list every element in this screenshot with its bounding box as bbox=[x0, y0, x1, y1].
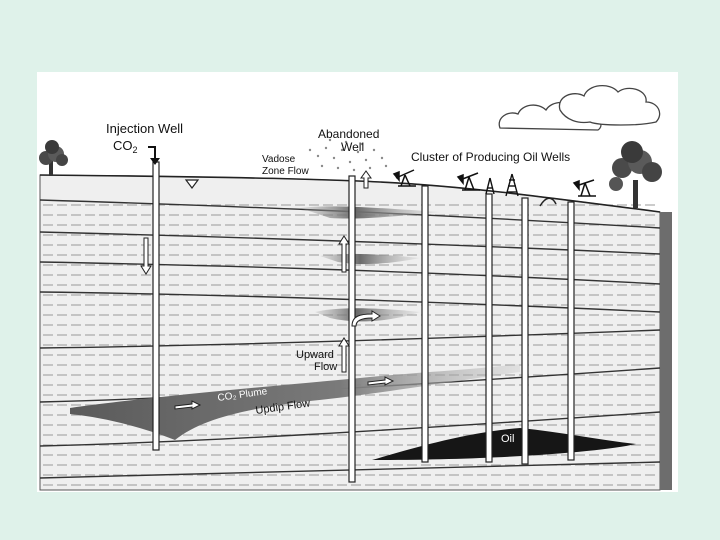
block-side bbox=[660, 212, 672, 490]
ground-surface bbox=[39, 174, 661, 213]
upward-flow-label-1: Upward bbox=[296, 349, 334, 361]
oil-label: Oil bbox=[501, 433, 514, 445]
water-table-icon bbox=[184, 179, 200, 189]
injection-well-casing bbox=[152, 161, 160, 451]
pipeline-icon bbox=[539, 197, 557, 207]
pumpjack-icon bbox=[456, 172, 480, 191]
down-arrow-icon bbox=[140, 237, 152, 275]
producing-well-3 bbox=[521, 197, 529, 465]
co2-plume bbox=[70, 364, 520, 440]
co2-subscript: 2 bbox=[133, 145, 138, 155]
pumpjack-icon bbox=[572, 179, 596, 197]
vadose-label-1: Vadose bbox=[262, 154, 296, 165]
producing-well-4 bbox=[567, 201, 575, 461]
vadose-label-2: Zone Flow bbox=[262, 166, 309, 177]
injection-arrow-icon bbox=[148, 146, 160, 165]
derrick-icon bbox=[485, 177, 495, 195]
producing-well-2 bbox=[485, 193, 493, 463]
upward-flow-label-2: Flow bbox=[314, 361, 337, 373]
abandoned-well-label-2: Well bbox=[341, 140, 364, 154]
injection-well-label: Injection Well bbox=[106, 121, 183, 136]
pumpjack-icon bbox=[392, 169, 416, 187]
co2-text: CO bbox=[113, 138, 133, 153]
wells bbox=[152, 161, 575, 483]
strata-boundaries bbox=[39, 199, 661, 479]
up-arrow-icon-3 bbox=[360, 170, 372, 189]
producing-well-1 bbox=[421, 185, 429, 463]
abandoned-well-casing bbox=[348, 175, 356, 483]
vadose-zone-dots bbox=[308, 138, 388, 172]
flow-arrows bbox=[140, 170, 395, 410]
co2-label: CO2 bbox=[113, 138, 138, 155]
cluster-label: Cluster of Producing Oil Wells bbox=[411, 150, 570, 164]
abandoned-well-label-1: Abandoned bbox=[318, 127, 379, 141]
derrick-icon bbox=[505, 173, 519, 197]
up-arrow-icon-1 bbox=[338, 235, 350, 273]
tree-icon bbox=[609, 141, 662, 208]
plume-arrow-icon-1 bbox=[174, 400, 202, 410]
turn-arrow-icon bbox=[351, 310, 381, 327]
tree-icon bbox=[39, 140, 68, 176]
cloud-icon bbox=[498, 85, 661, 131]
plume-arrow-icon-2 bbox=[367, 376, 395, 386]
up-arrow-icon-2 bbox=[338, 337, 350, 373]
